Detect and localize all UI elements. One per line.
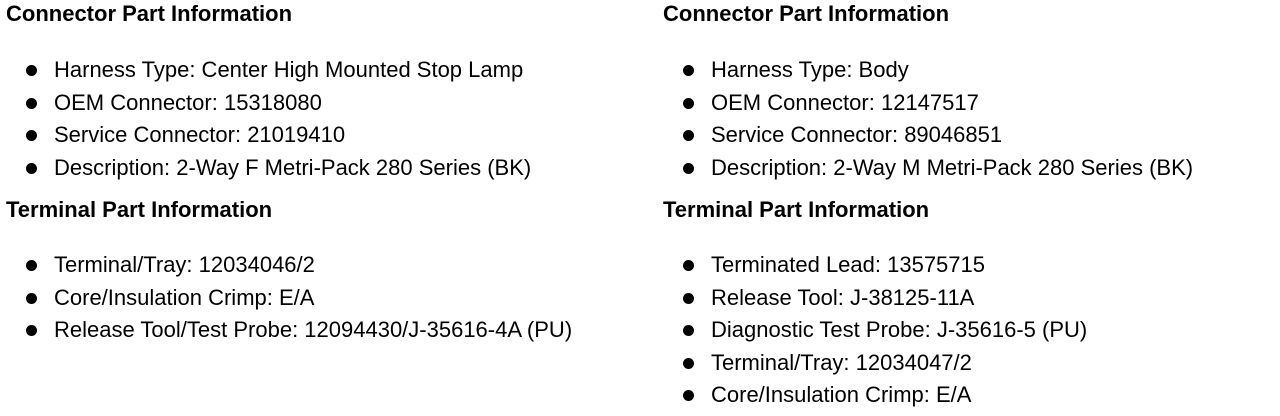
bullet-icon [683, 65, 694, 76]
list-item: Core/Insulation Crimp: E/A [6, 282, 572, 315]
list-item-text: Service Connector: 21019410 [54, 122, 346, 148]
connector-part-list: Harness Type: Center High Mounted Stop L… [6, 54, 531, 184]
bullet-icon [26, 130, 37, 142]
list-item: Service Connector: 89046851 [663, 119, 1193, 152]
list-item-text: Terminated Lead: 13575715 [711, 252, 985, 277]
bullet-icon [683, 325, 694, 337]
list-item-text: Description: 2-Way F Metri-Pack 280 Seri… [54, 154, 532, 180]
list-item: Harness Type: Body [663, 54, 1193, 87]
terminal-part-heading: Terminal Part Information [663, 197, 930, 222]
list-item-text: Service Connector: 89046851 [711, 122, 1003, 148]
list-item-text: Terminal/Tray: 12034047/2 [711, 349, 972, 375]
bullet-icon [26, 325, 37, 337]
list-item: Terminated Lead: 13575715 [663, 249, 1087, 282]
list-item-text: Core/Insulation Crimp: E/A [54, 284, 315, 310]
bullet-icon [683, 292, 694, 304]
connector-part-heading: Connector Part Information [6, 1, 293, 26]
list-item-text: Terminal/Tray: 12034046/2 [54, 252, 315, 277]
bullet-icon [683, 97, 694, 109]
bullet-icon [683, 357, 694, 369]
bullet-icon [683, 260, 694, 271]
bullet-icon [683, 390, 694, 402]
list-item: Terminal/Tray: 12034046/2 [6, 249, 572, 282]
list-item: Diagnostic Test Probe: J-35616-5 (PU) [663, 314, 1087, 347]
list-item-text: Release Tool/Test Probe: 12094430/J-3561… [54, 317, 573, 343]
list-item-text: OEM Connector: 15318080 [54, 89, 322, 115]
connector-part-list: Harness Type: Body OEM Connector: 121475… [663, 54, 1193, 184]
bullet-icon [26, 292, 37, 304]
list-item-text: OEM Connector: 12147517 [711, 89, 979, 115]
list-item-text: Core/Insulation Crimp: E/A [711, 382, 972, 408]
list-item-text: Harness Type: Center High Mounted Stop L… [54, 57, 524, 82]
list-item: OEM Connector: 12147517 [663, 87, 1193, 120]
terminal-part-list: Terminated Lead: 13575715 Release Tool: … [663, 249, 1087, 412]
terminal-part-list: Terminal/Tray: 12034046/2 Core/Insulatio… [6, 249, 572, 347]
list-item-text: Harness Type: Body [711, 57, 909, 82]
bullet-icon [26, 97, 37, 109]
bullet-icon [683, 130, 694, 142]
list-item: Description: 2-Way F Metri-Pack 280 Seri… [6, 152, 531, 185]
bullet-icon [26, 162, 37, 174]
list-item-text: Release Tool: J-38125-11A [711, 284, 975, 310]
list-item: Core/Insulation Crimp: E/A [663, 379, 1087, 412]
list-item: Description: 2-Way M Metri-Pack 280 Seri… [663, 152, 1193, 185]
bullet-icon [683, 162, 694, 174]
list-item-text: Diagnostic Test Probe: J-35616-5 (PU) [711, 317, 1088, 343]
list-item: Harness Type: Center High Mounted Stop L… [6, 54, 531, 87]
list-item: Release Tool/Test Probe: 12094430/J-3561… [6, 314, 572, 347]
terminal-part-heading: Terminal Part Information [6, 197, 273, 222]
list-item: Release Tool: J-38125-11A [663, 282, 1087, 315]
list-item: Service Connector: 21019410 [6, 119, 531, 152]
list-item: Terminal/Tray: 12034047/2 [663, 347, 1087, 380]
bullet-icon [26, 260, 37, 271]
bullet-icon [26, 65, 37, 76]
list-item: OEM Connector: 15318080 [6, 87, 531, 120]
connector-part-heading: Connector Part Information [663, 1, 950, 26]
list-item-text: Description: 2-Way M Metri-Pack 280 Seri… [711, 154, 1194, 180]
